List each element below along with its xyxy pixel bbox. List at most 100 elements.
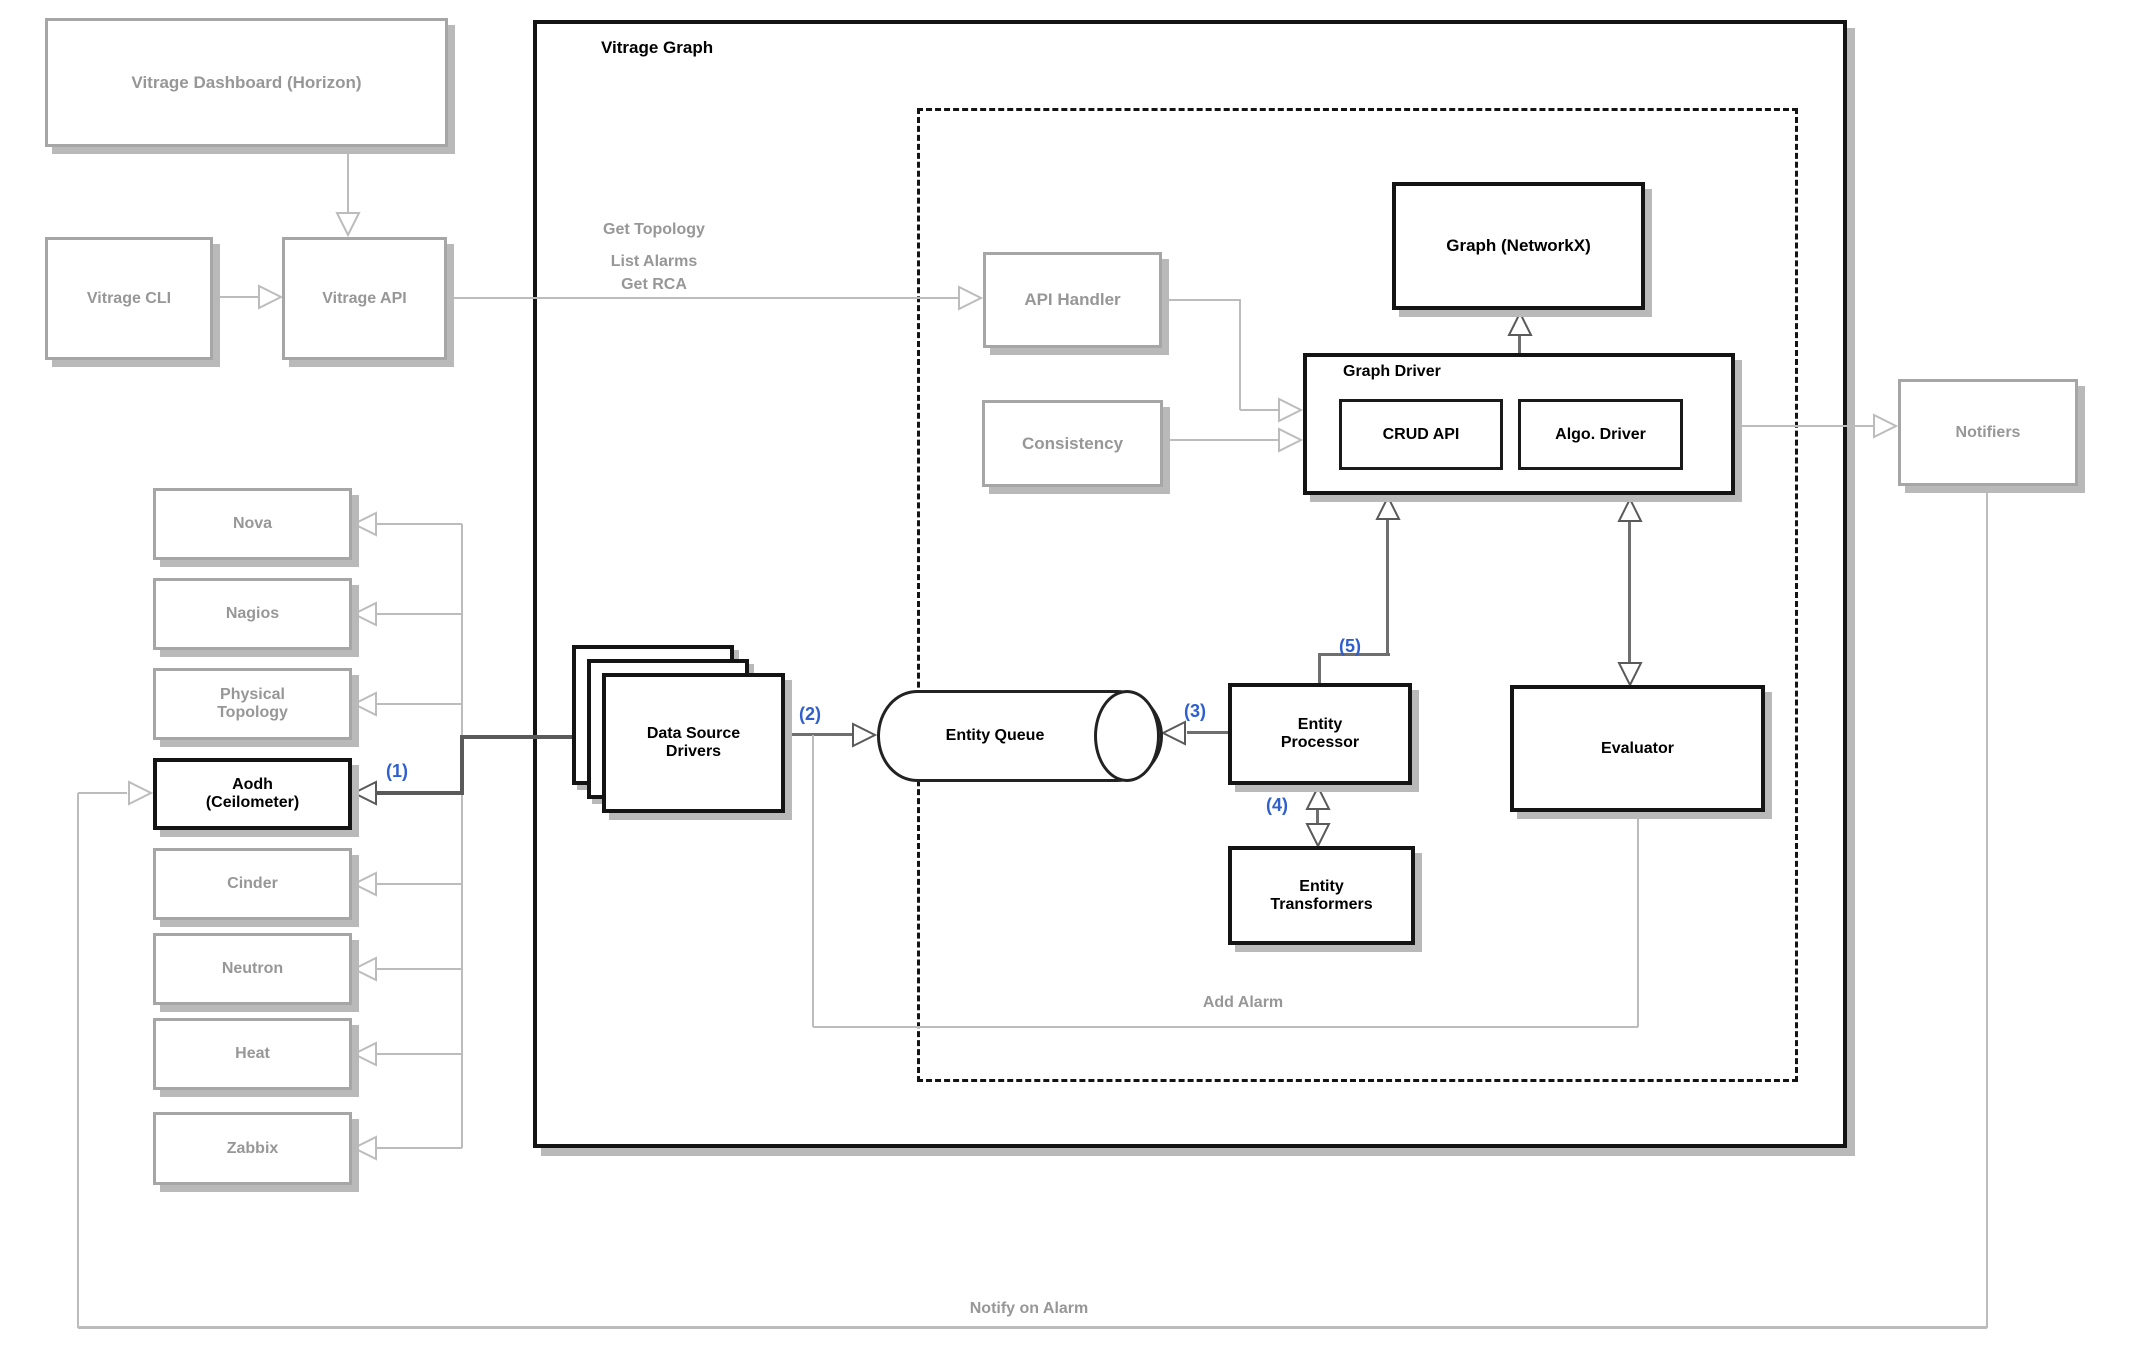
- arrowhead-down-api: [335, 212, 361, 238]
- edge-notify-b: [78, 1326, 1987, 1329]
- notifiers-label: Notifiers: [1955, 423, 2021, 441]
- edge-evaluator-gd: [1628, 521, 1631, 663]
- notifiers-box: Notifiers: [1898, 379, 2078, 486]
- edge-5-a: [1318, 654, 1321, 683]
- arrowhead-up-processor: [1305, 784, 1331, 810]
- edge-4: [1316, 809, 1319, 824]
- edge-label-get-rca: Get RCA: [621, 276, 687, 293]
- entity-processor-label: Entity Processor: [1280, 716, 1360, 751]
- entity-transformers-label: Entity Transformers: [1270, 877, 1373, 913]
- vitrage-api-label: Vitrage API: [322, 289, 407, 307]
- arrowhead-up-gd-eval: [1617, 496, 1643, 522]
- entity-processor-box: Entity Processor: [1228, 683, 1412, 785]
- stub-cinder: [376, 883, 462, 885]
- cinder-label: Cinder: [227, 875, 278, 892]
- arrowhead-left-nova: [351, 511, 377, 537]
- arrowhead-left-zabbix: [351, 1135, 377, 1161]
- step-label-5: (5): [1339, 636, 1361, 656]
- stub-neutron: [376, 968, 462, 970]
- neutron-label: Neutron: [221, 960, 284, 977]
- arrowhead-left-phys: [351, 691, 377, 717]
- edge-addalarm-a: [812, 735, 814, 1027]
- edge-notify-c: [77, 793, 79, 1328]
- entity-queue-cap: [1094, 690, 1160, 782]
- algo-driver-label: Algo. Driver: [1555, 425, 1646, 443]
- datasource-neutron: Neutron: [153, 933, 352, 1005]
- arrowhead-up-gd-5: [1375, 494, 1401, 520]
- datasource-heat: Heat: [153, 1018, 352, 1090]
- arrowhead-right-notifiers: [1873, 413, 1899, 439]
- stub-heat: [376, 1053, 462, 1055]
- arrowhead-right-aodh-notify: [128, 780, 154, 806]
- arrowhead-left-heat: [351, 1041, 377, 1067]
- edge-consistency-gd: [1163, 439, 1281, 441]
- datasource-nagios: Nagios: [153, 578, 352, 650]
- datasource-cinder: Cinder: [153, 848, 352, 920]
- edge-label-get-topology: Get Topology: [603, 221, 705, 238]
- edge-addalarm-c: [1637, 812, 1639, 1027]
- datasource-nova: Nova: [153, 488, 352, 560]
- zabbix-label: Zabbix: [226, 1139, 279, 1157]
- edge-addalarm-b: [813, 1026, 1638, 1028]
- arrowhead-left-aodh: [351, 780, 377, 806]
- edge-2: [785, 733, 855, 736]
- arrowhead-down-transformers: [1305, 823, 1331, 849]
- edge-3: [1187, 731, 1228, 734]
- heat-label: Heat: [235, 1045, 270, 1062]
- nagios-label: Nagios: [225, 605, 280, 622]
- vitrage-cli-box: Vitrage CLI: [45, 237, 213, 360]
- edge-notify-d: [78, 792, 127, 794]
- step-label-4: (4): [1266, 795, 1288, 815]
- datasource-physical-topology: Physical Topology: [153, 668, 352, 740]
- arrowhead-left-cinder: [351, 871, 377, 897]
- edge-api-apihandler: [447, 297, 959, 299]
- evaluator-box: Evaluator: [1510, 685, 1765, 812]
- graph-networkx-label: Graph (NetworkX): [1446, 236, 1591, 255]
- stub-phys: [376, 703, 462, 705]
- api-handler-box: API Handler: [983, 252, 1162, 348]
- edge-gd-notifiers: [1735, 425, 1876, 427]
- vitrage-dashboard-box: Vitrage Dashboard (Horizon): [45, 18, 448, 147]
- arrowhead-down-evaluator: [1617, 662, 1643, 688]
- datasource-aodh: Aodh (Ceilometer): [153, 758, 352, 830]
- edge-gd-graph: [1518, 335, 1521, 353]
- vitrage-dashboard-label: Vitrage Dashboard (Horizon): [131, 72, 362, 92]
- vitrage-graph-title: Vitrage Graph: [601, 38, 714, 57]
- arrowhead-right-queue-2: [852, 722, 878, 748]
- edge-notify-a: [1986, 486, 1988, 1328]
- datasource-zabbix: Zabbix: [153, 1112, 352, 1185]
- edge-dashboard-api: [347, 147, 349, 213]
- edge-cli-api: [213, 296, 258, 298]
- arrowhead-right-gd-top: [1278, 397, 1304, 423]
- arrowhead-up-graph: [1507, 310, 1533, 336]
- consistency-box: Consistency: [982, 400, 1163, 487]
- arrowhead-right-apihandler: [958, 285, 984, 311]
- crud-api-box: CRUD API: [1339, 399, 1503, 470]
- arrowhead-left-nagios: [351, 601, 377, 627]
- stub-zabbix: [376, 1147, 462, 1149]
- algo-driver-box: Algo. Driver: [1518, 399, 1683, 470]
- edge-5-b: [1318, 653, 1390, 656]
- consistency-label: Consistency: [1021, 433, 1124, 453]
- arrowhead-left-queue-3: [1160, 720, 1186, 746]
- arrowhead-left-neutron: [351, 956, 377, 982]
- graph-driver-label: Graph Driver: [1343, 363, 1441, 380]
- data-source-drivers-label: Data Source Drivers: [646, 725, 741, 760]
- crud-api-label: CRUD API: [1382, 425, 1460, 443]
- edge-apihandler-gd-2: [1239, 299, 1241, 410]
- step-label-3: (3): [1184, 701, 1206, 721]
- edge-label-notify-on-alarm: Notify on Alarm: [969, 1300, 1089, 1317]
- edge-1-a: [376, 791, 462, 795]
- nova-label: Nova: [232, 515, 273, 532]
- stub-nagios: [376, 613, 462, 615]
- edge-5-c: [1386, 519, 1389, 655]
- api-handler-label: API Handler: [1024, 290, 1121, 309]
- arrowhead-right-gd-bottom: [1278, 427, 1304, 453]
- arrowhead-right-api: [258, 284, 284, 310]
- entity-queue-label: Entity Queue: [945, 727, 1045, 744]
- vitrage-api-box: Vitrage API: [282, 237, 447, 360]
- edge-label-add-alarm: Add Alarm: [1202, 994, 1284, 1011]
- aodh-label: Aodh (Ceilometer): [205, 776, 300, 811]
- entity-transformers-box: Entity Transformers: [1228, 846, 1415, 945]
